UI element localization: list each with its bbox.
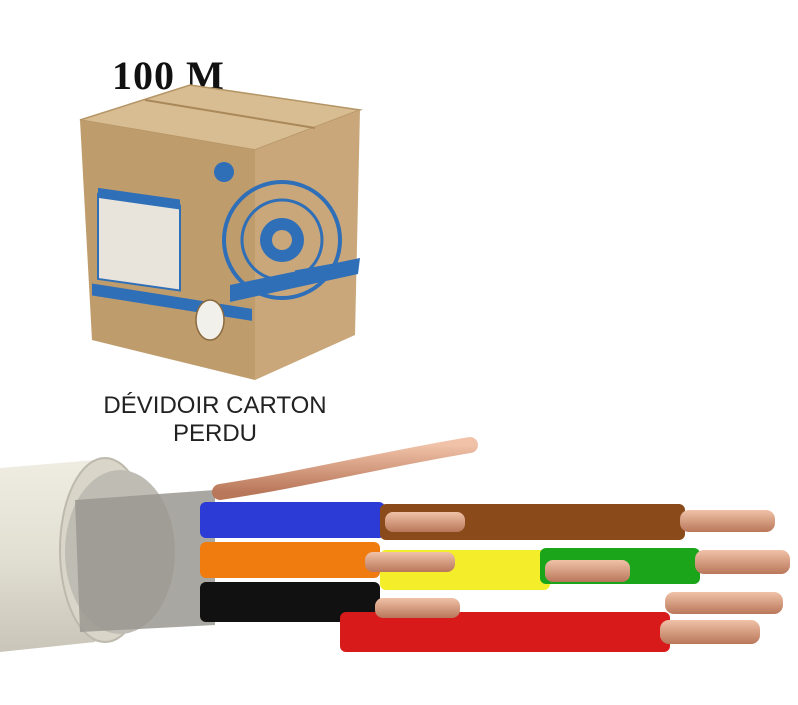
cable-image <box>0 437 790 652</box>
caption-line-1: DÉVIDOIR CARTON <box>103 392 327 419</box>
cable-box-image <box>79 84 363 380</box>
caption-line-2: PERDU <box>172 420 257 447</box>
box-caption: DÉVIDOIR CARTON PERDU <box>70 392 360 448</box>
